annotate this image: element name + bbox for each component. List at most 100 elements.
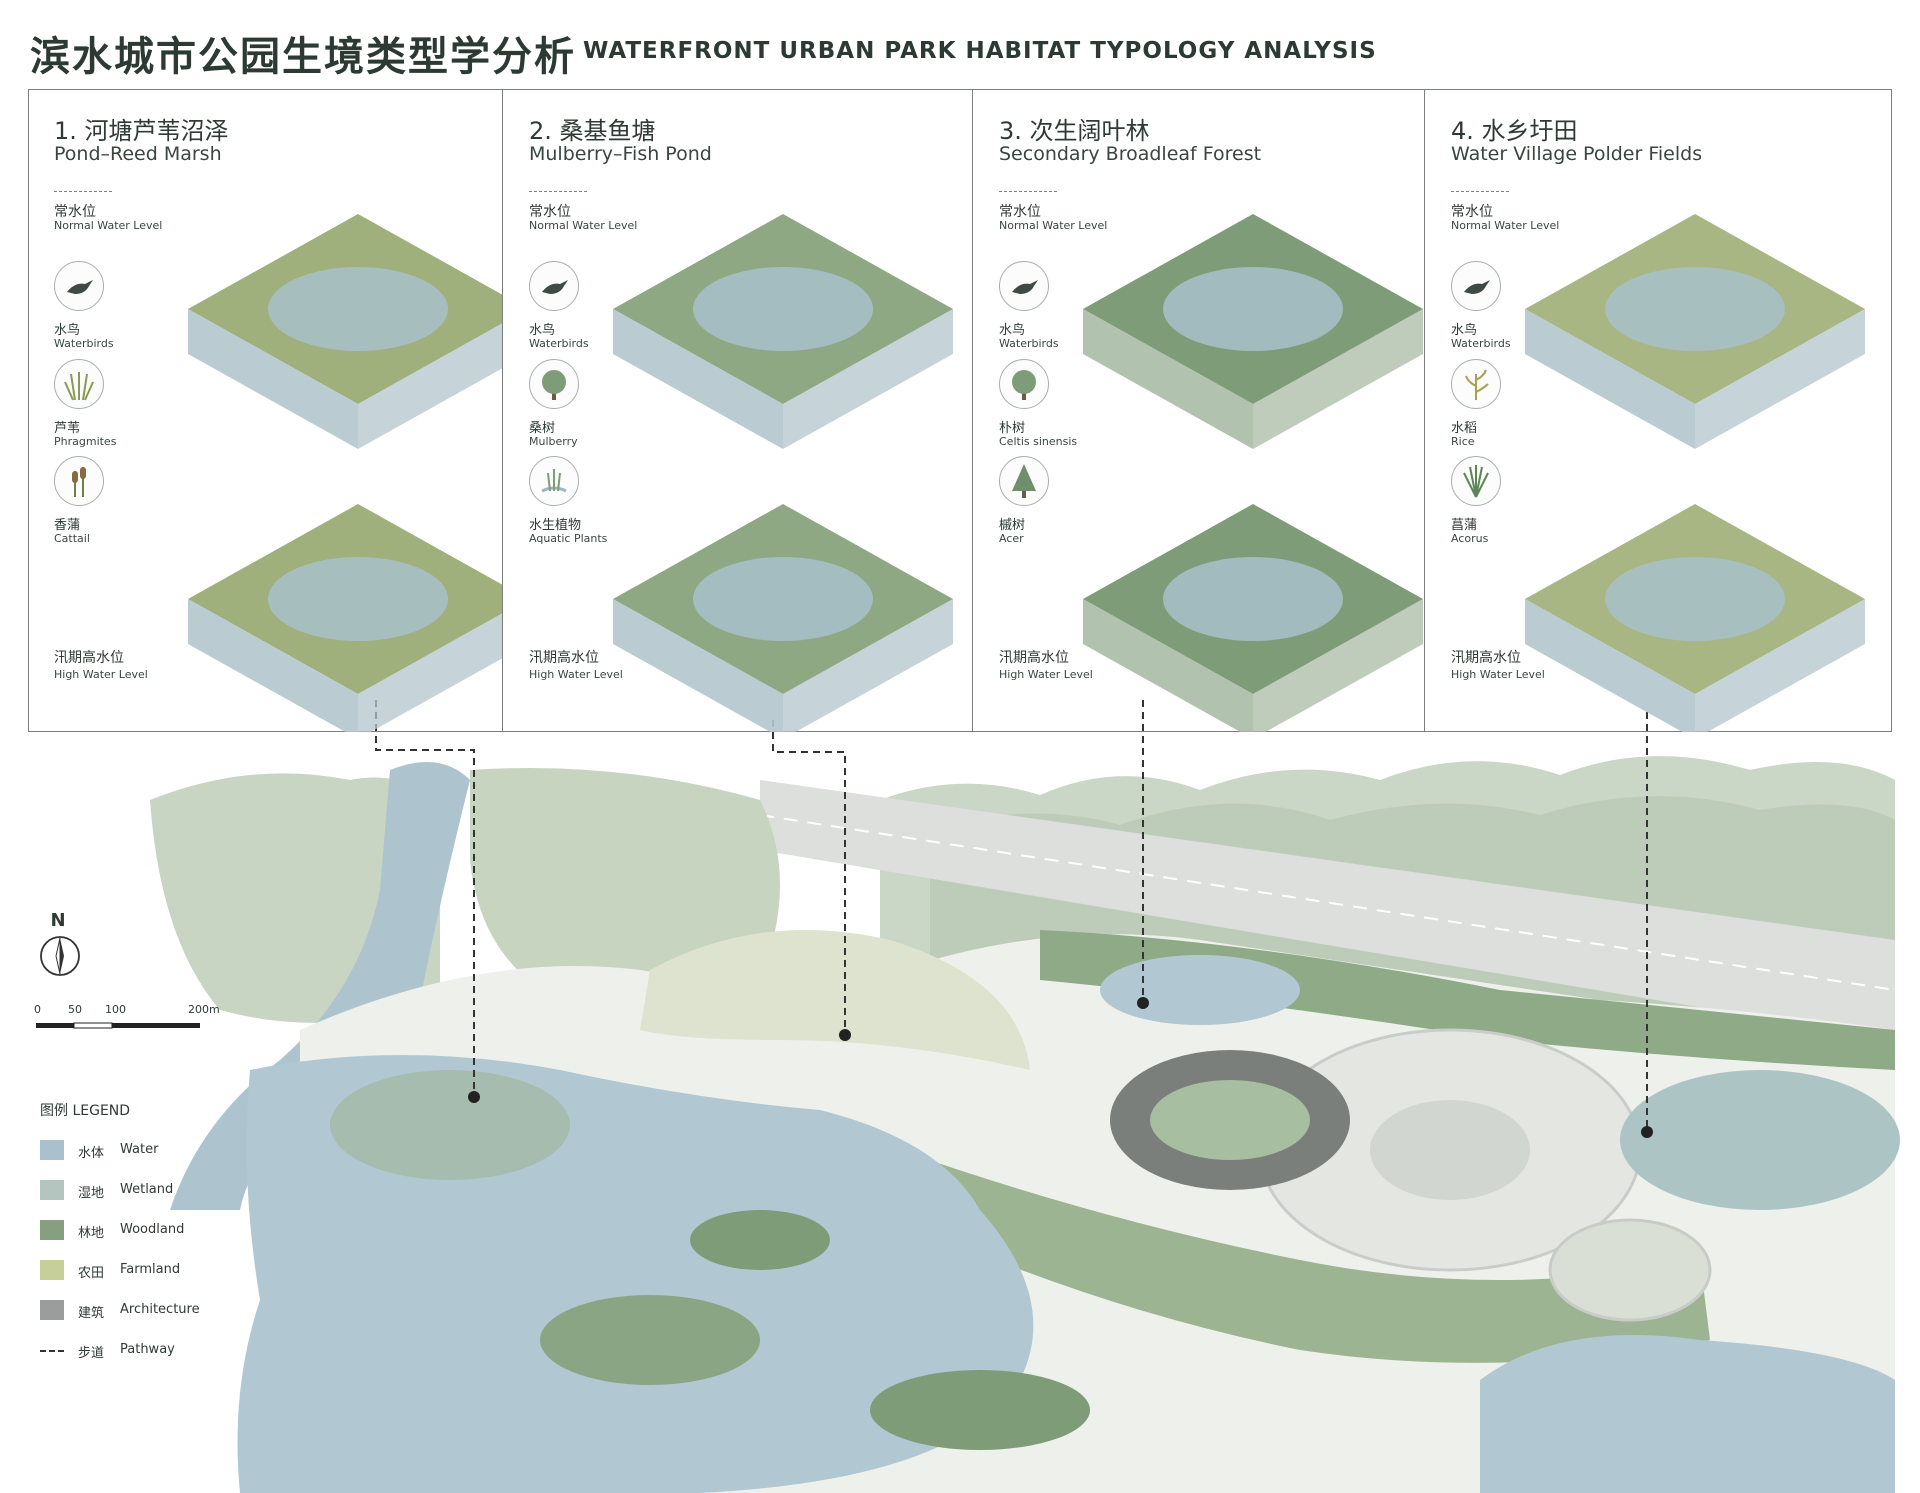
- connector-marsh-dot: [468, 1091, 480, 1103]
- species-label-en: Rice: [1451, 435, 1475, 448]
- high-level-block: [188, 504, 502, 732]
- west-wetland: [330, 1070, 570, 1180]
- normal-water-level-en: Normal Water Level: [1451, 219, 1560, 232]
- normal-level-block: [188, 214, 502, 449]
- scale-bar-graphic: [36, 1022, 200, 1029]
- panel-title-en: Pond–Reed Marsh: [54, 143, 222, 165]
- panel-title-zh: 1. 河塘芦苇沼泽: [54, 117, 229, 145]
- high-water-level-en: High Water Level: [1451, 668, 1545, 681]
- legend-label-zh: 农田: [78, 1266, 105, 1281]
- north-pond: [1100, 955, 1300, 1025]
- panel-title-zh: 2. 桑基鱼塘: [529, 117, 656, 145]
- species-label-zh: 香蒲: [54, 518, 81, 533]
- island-1: [690, 1210, 830, 1270]
- high-water-level-zh: 汛期高水位: [529, 650, 599, 666]
- panel-habitat-3: 3. 次生阔叶林 Secondary Broadleaf Forest 常水位 …: [972, 89, 1424, 732]
- panel-title-en: Water Village Polder Fields: [1451, 143, 1703, 165]
- east-wetland: [1620, 1070, 1900, 1210]
- legend-swatch: [40, 1180, 64, 1200]
- species-label-en: Acer: [999, 532, 1024, 545]
- river-west: [170, 762, 470, 1210]
- legend-title: 图例 LEGEND: [40, 1103, 131, 1119]
- north-compass: N: [34, 910, 84, 992]
- highway: [760, 780, 1895, 1040]
- legend-label-zh: 林地: [78, 1226, 105, 1241]
- page-title-en: WATERFRONT URBAN PARK HABITAT TYPOLOGY A…: [583, 38, 1377, 64]
- connector-fishpond: [772, 720, 846, 1035]
- isometric-habitat-drawing: [1525, 214, 1865, 732]
- small-circle-plaza: [1548, 1218, 1712, 1322]
- normal-level-dash: [54, 191, 112, 192]
- panel-habitat-2: 2. 桑基鱼塘 Mulberry–Fish Pond 常水位 Normal Wa…: [502, 89, 972, 732]
- scale-label-0: 0: [34, 1003, 41, 1016]
- panel-title-zh: 4. 水乡圩田: [1451, 117, 1578, 145]
- legend-swatch: [40, 1220, 64, 1240]
- species-label-zh: 水鸟: [1451, 323, 1478, 338]
- species-label-zh: 水鸟: [54, 323, 81, 338]
- legend-label-en: Architecture: [120, 1302, 200, 1317]
- species-label-en: Acorus: [1451, 532, 1489, 545]
- high-level-block: [613, 504, 953, 732]
- isometric-habitat-drawing: [613, 214, 953, 732]
- lake-east: [1480, 1335, 1895, 1493]
- species-label-zh: 槭树: [999, 518, 1026, 533]
- panel-title-en: Mulberry–Fish Pond: [529, 143, 712, 165]
- woodland-belt-south: [900, 1150, 1710, 1363]
- connector-polder-dot: [1641, 1126, 1653, 1138]
- legend-label-zh: 步道: [78, 1346, 105, 1361]
- species-label-zh: 芦苇: [54, 421, 81, 436]
- acorus-icon: [1451, 456, 1501, 506]
- island-2: [540, 1295, 760, 1385]
- panel-title-zh: 3. 次生阔叶林: [999, 117, 1150, 145]
- species-label-en: Aquatic Plants: [529, 532, 608, 545]
- connector-forest-dot: [1137, 997, 1149, 1009]
- normal-level-dash: [529, 191, 587, 192]
- high-water-level-zh: 汛期高水位: [999, 650, 1069, 666]
- species-label-en: Phragmites: [54, 435, 117, 448]
- normal-water-level-en: Normal Water Level: [999, 219, 1108, 232]
- legend-label-en: Wetland: [120, 1182, 174, 1197]
- scale-label-50: 50: [68, 1003, 82, 1016]
- scale-bar: 0 50 100 200m: [30, 1003, 220, 1043]
- bird-icon: [54, 261, 104, 311]
- species-label-en: Mulberry: [529, 435, 578, 448]
- legend-label-en: Farmland: [120, 1262, 181, 1277]
- species-label-en: Waterbirds: [1451, 337, 1511, 350]
- species-label-en: Waterbirds: [529, 337, 589, 350]
- normal-water-level-zh: 常水位: [54, 204, 96, 220]
- high-water-level-en: High Water Level: [54, 668, 148, 681]
- reed-icon: [54, 359, 104, 409]
- legend-label-zh: 湿地: [78, 1186, 105, 1201]
- connector-marsh: [375, 700, 475, 1097]
- species-label-zh: 水鸟: [999, 323, 1026, 338]
- legend-swatch-pathway: [40, 1350, 64, 1352]
- species-label-zh: 菖蒲: [1451, 518, 1478, 533]
- species-label-en: Waterbirds: [54, 337, 114, 350]
- legend-swatch: [40, 1300, 64, 1320]
- species-label-zh: 桑树: [529, 421, 556, 436]
- page-title-zh: 滨水城市公园生境类型学分析: [30, 34, 576, 80]
- panel-habitat-4: 4. 水乡圩田 Water Village Polder Fields 常水位 …: [1424, 89, 1892, 732]
- plaza-center: [1370, 1100, 1530, 1200]
- legend-label-en: Water: [120, 1142, 159, 1157]
- north-label: N: [50, 910, 66, 931]
- species-label-en: Waterbirds: [999, 337, 1059, 350]
- species-label-en: Celtis sinensis: [999, 435, 1078, 448]
- tree-icon: [529, 359, 579, 409]
- compass-icon: [40, 936, 80, 976]
- panel-title-en: Secondary Broadleaf Forest: [999, 143, 1262, 165]
- species-label-zh: 朴树: [999, 421, 1026, 436]
- species-label-zh: 水鸟: [529, 323, 556, 338]
- species-label-zh: 水生植物: [529, 518, 582, 533]
- normal-level-dash: [1451, 191, 1509, 192]
- bird-icon: [1451, 261, 1501, 311]
- species-label-en: Cattail: [54, 532, 90, 545]
- conifer-icon: [999, 456, 1049, 506]
- normal-water-level-en: Normal Water Level: [54, 219, 163, 232]
- isometric-habitat-drawing: [1083, 214, 1423, 732]
- high-water-level-en: High Water Level: [529, 668, 623, 681]
- typology-panel-frame: [28, 89, 1892, 732]
- species-label-zh: 水稻: [1451, 421, 1478, 436]
- normal-level-block: [613, 214, 953, 449]
- legend-label-en: Pathway: [120, 1342, 175, 1357]
